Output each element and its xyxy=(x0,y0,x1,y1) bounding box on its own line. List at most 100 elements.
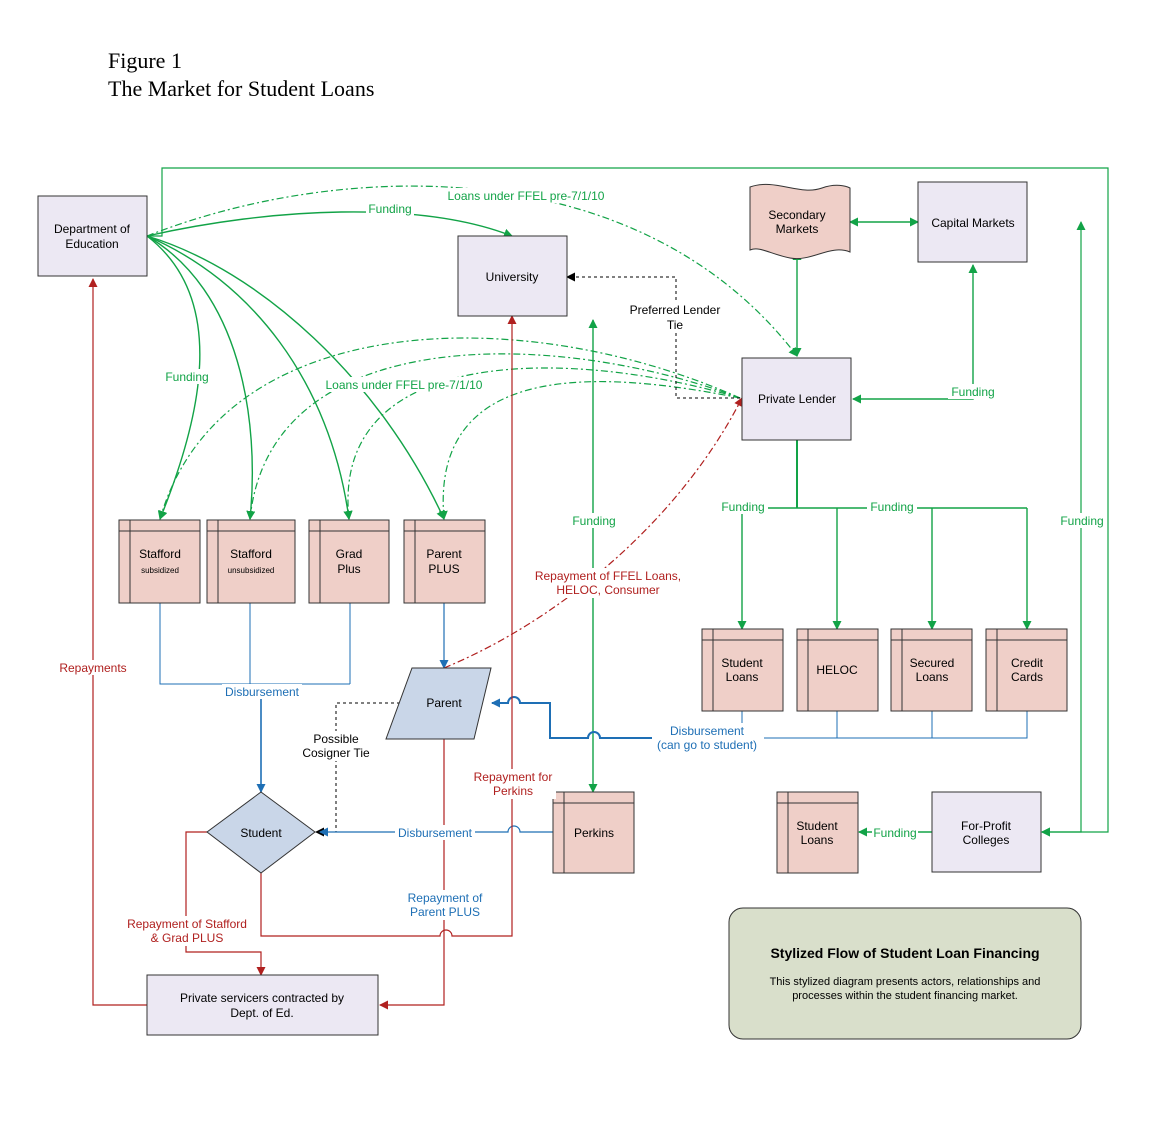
edge-parent-servicer xyxy=(379,739,445,1010)
label-funding-forprofit-vertical: Funding xyxy=(1060,514,1103,528)
label-funding-top: Funding xyxy=(368,202,411,216)
edge-doe-grad-plus xyxy=(146,235,353,520)
edge-doe-parent-plus xyxy=(146,235,445,520)
label-disbursement-private-2: (can go to student) xyxy=(657,738,757,752)
node-student-loans-private xyxy=(701,628,784,712)
edge-lender-grad-plus xyxy=(343,367,741,520)
label-repayments: Repayments xyxy=(59,661,126,675)
secured-label-2: Loans xyxy=(916,670,949,684)
label-preferred-2: Tie xyxy=(667,318,684,332)
edge-doe-lender-ffel xyxy=(146,185,798,357)
grad-plus-label-2: Plus xyxy=(337,562,360,576)
for-profit-label-1: For-Profit xyxy=(961,819,1012,833)
node-for-profit xyxy=(931,791,1042,873)
label-funding-branch-right: Funding xyxy=(870,500,913,514)
perkins-label: Perkins xyxy=(574,826,614,840)
label-repayment-perkins-2: Perkins xyxy=(493,784,533,798)
legend-text-2: processes within the student financing m… xyxy=(792,990,1018,1002)
edge-capital-lender xyxy=(852,264,978,404)
edge-disb-private xyxy=(741,711,1028,739)
student-loans-private-label-2: Loans xyxy=(726,670,759,684)
secondary-label-1: Secondary xyxy=(768,208,825,222)
node-university xyxy=(457,235,568,317)
legend-text-1: This stylized diagram presents actors, r… xyxy=(770,976,1041,988)
capital-label: Capital Markets xyxy=(931,216,1014,230)
for-profit-label-2: Colleges xyxy=(963,833,1010,847)
node-capital xyxy=(917,181,1028,263)
node-parent xyxy=(385,667,492,740)
label-preferred-1: Preferred Lender xyxy=(630,303,721,317)
label-repayment-parent-plus-1: Repayment of xyxy=(408,891,483,905)
label-repayment-perkins-1: Repayment for xyxy=(474,770,553,784)
legend-title: Stylized Flow of Student Loan Financing xyxy=(770,945,1039,961)
label-cosigner-1: Possible xyxy=(313,732,359,746)
node-doe xyxy=(37,195,148,277)
label-repayment-ffel-2: HELOC, Consumer xyxy=(556,583,659,597)
doe-label-1: Department of xyxy=(54,222,131,236)
secondary-label-2: Markets xyxy=(776,222,819,236)
node-text: Department of Education University Secon… xyxy=(54,208,1044,1020)
node-student xyxy=(206,791,316,874)
edge-doe-university-funding xyxy=(146,211,513,238)
stafford-sub-label-1: Stafford xyxy=(139,547,181,561)
edge-preferred-tie xyxy=(566,272,740,399)
node-grad-plus xyxy=(308,519,390,604)
node-secondary-markets xyxy=(749,183,851,260)
secured-label-1: Secured xyxy=(910,656,955,670)
label-disbursement-federal: Disbursement xyxy=(225,685,300,699)
label-disbursement-private-1: Disbursement xyxy=(670,724,745,738)
student-loans-private-label-1: Student xyxy=(721,656,763,670)
university-label: University xyxy=(486,270,539,284)
figure-label: Figure 1 xyxy=(108,48,182,73)
node-heloc xyxy=(796,628,879,712)
label-repayment-stafford-2: & Grad PLUS xyxy=(151,931,224,945)
stafford-sub-label-2: subsidized xyxy=(141,566,179,575)
node-servicers xyxy=(146,974,379,1036)
edge-labels: Funding Loans under FFEL pre-7/1/10 Fund… xyxy=(54,188,1107,946)
node-perkins xyxy=(552,791,635,874)
label-funding-perkins: Funding xyxy=(572,514,615,528)
edge-cosigner-tie xyxy=(315,702,400,837)
node-stafford-sub xyxy=(118,519,201,604)
edge-student-university xyxy=(260,315,517,937)
edge-doe-forprofit-frame xyxy=(147,167,1109,837)
edge-disb-perkins xyxy=(319,825,553,837)
edge-lender-stafford-sub xyxy=(157,337,741,520)
label-ffel-mid: Loans under FFEL pre-7/1/10 xyxy=(326,378,483,392)
edge-lender-stafford-unsub xyxy=(246,353,741,520)
label-funding-capital: Funding xyxy=(951,385,994,399)
label-repayment-stafford-1: Repayment of Stafford xyxy=(127,917,247,931)
label-repayment-ffel-1: Repayment of FFEL Loans, xyxy=(535,569,681,583)
nodes xyxy=(37,181,1082,1040)
node-private-lender xyxy=(741,357,852,441)
student-label: Student xyxy=(240,826,282,840)
label-funding-branch-left: Funding xyxy=(721,500,764,514)
node-secured-loans xyxy=(890,628,973,712)
credit-cards-label-2: Cards xyxy=(1011,670,1043,684)
label-cosigner-2: Cosigner Tie xyxy=(302,746,370,760)
label-repayment-parent-plus-2: Parent PLUS xyxy=(410,905,480,919)
credit-cards-label-1: Credit xyxy=(1011,656,1044,670)
doe-label-2: Education xyxy=(65,237,118,251)
private-lender-label: Private Lender xyxy=(758,392,836,406)
edge-servicer-doe xyxy=(88,278,147,1006)
stafford-unsub-label-1: Stafford xyxy=(230,547,272,561)
node-student-loans-forprofit xyxy=(776,791,859,874)
parent-plus-label-2: PLUS xyxy=(428,562,459,576)
label-disbursement-perkins: Disbursement xyxy=(398,826,473,840)
grad-plus-label-1: Grad xyxy=(336,547,363,561)
label-funding-forprofit: Funding xyxy=(873,826,916,840)
figure-title: The Market for Student Loans xyxy=(108,76,375,101)
edge-doe-stafford-unsub xyxy=(146,235,256,520)
edge-disb-stafford-sub xyxy=(159,603,350,685)
edge-parent-lender-repay xyxy=(443,397,743,669)
label-funding-left: Funding xyxy=(165,370,208,384)
student-loans-forprofit-label-1: Student xyxy=(796,819,838,833)
servicers-label-1: Private servicers contracted by xyxy=(180,991,344,1005)
parent-plus-label-1: Parent xyxy=(426,547,462,561)
edge-doe-stafford-sub xyxy=(146,235,201,520)
node-stafford-unsub xyxy=(206,519,296,604)
servicers-label-2: Dept. of Ed. xyxy=(230,1006,293,1020)
heloc-label: HELOC xyxy=(816,663,858,677)
